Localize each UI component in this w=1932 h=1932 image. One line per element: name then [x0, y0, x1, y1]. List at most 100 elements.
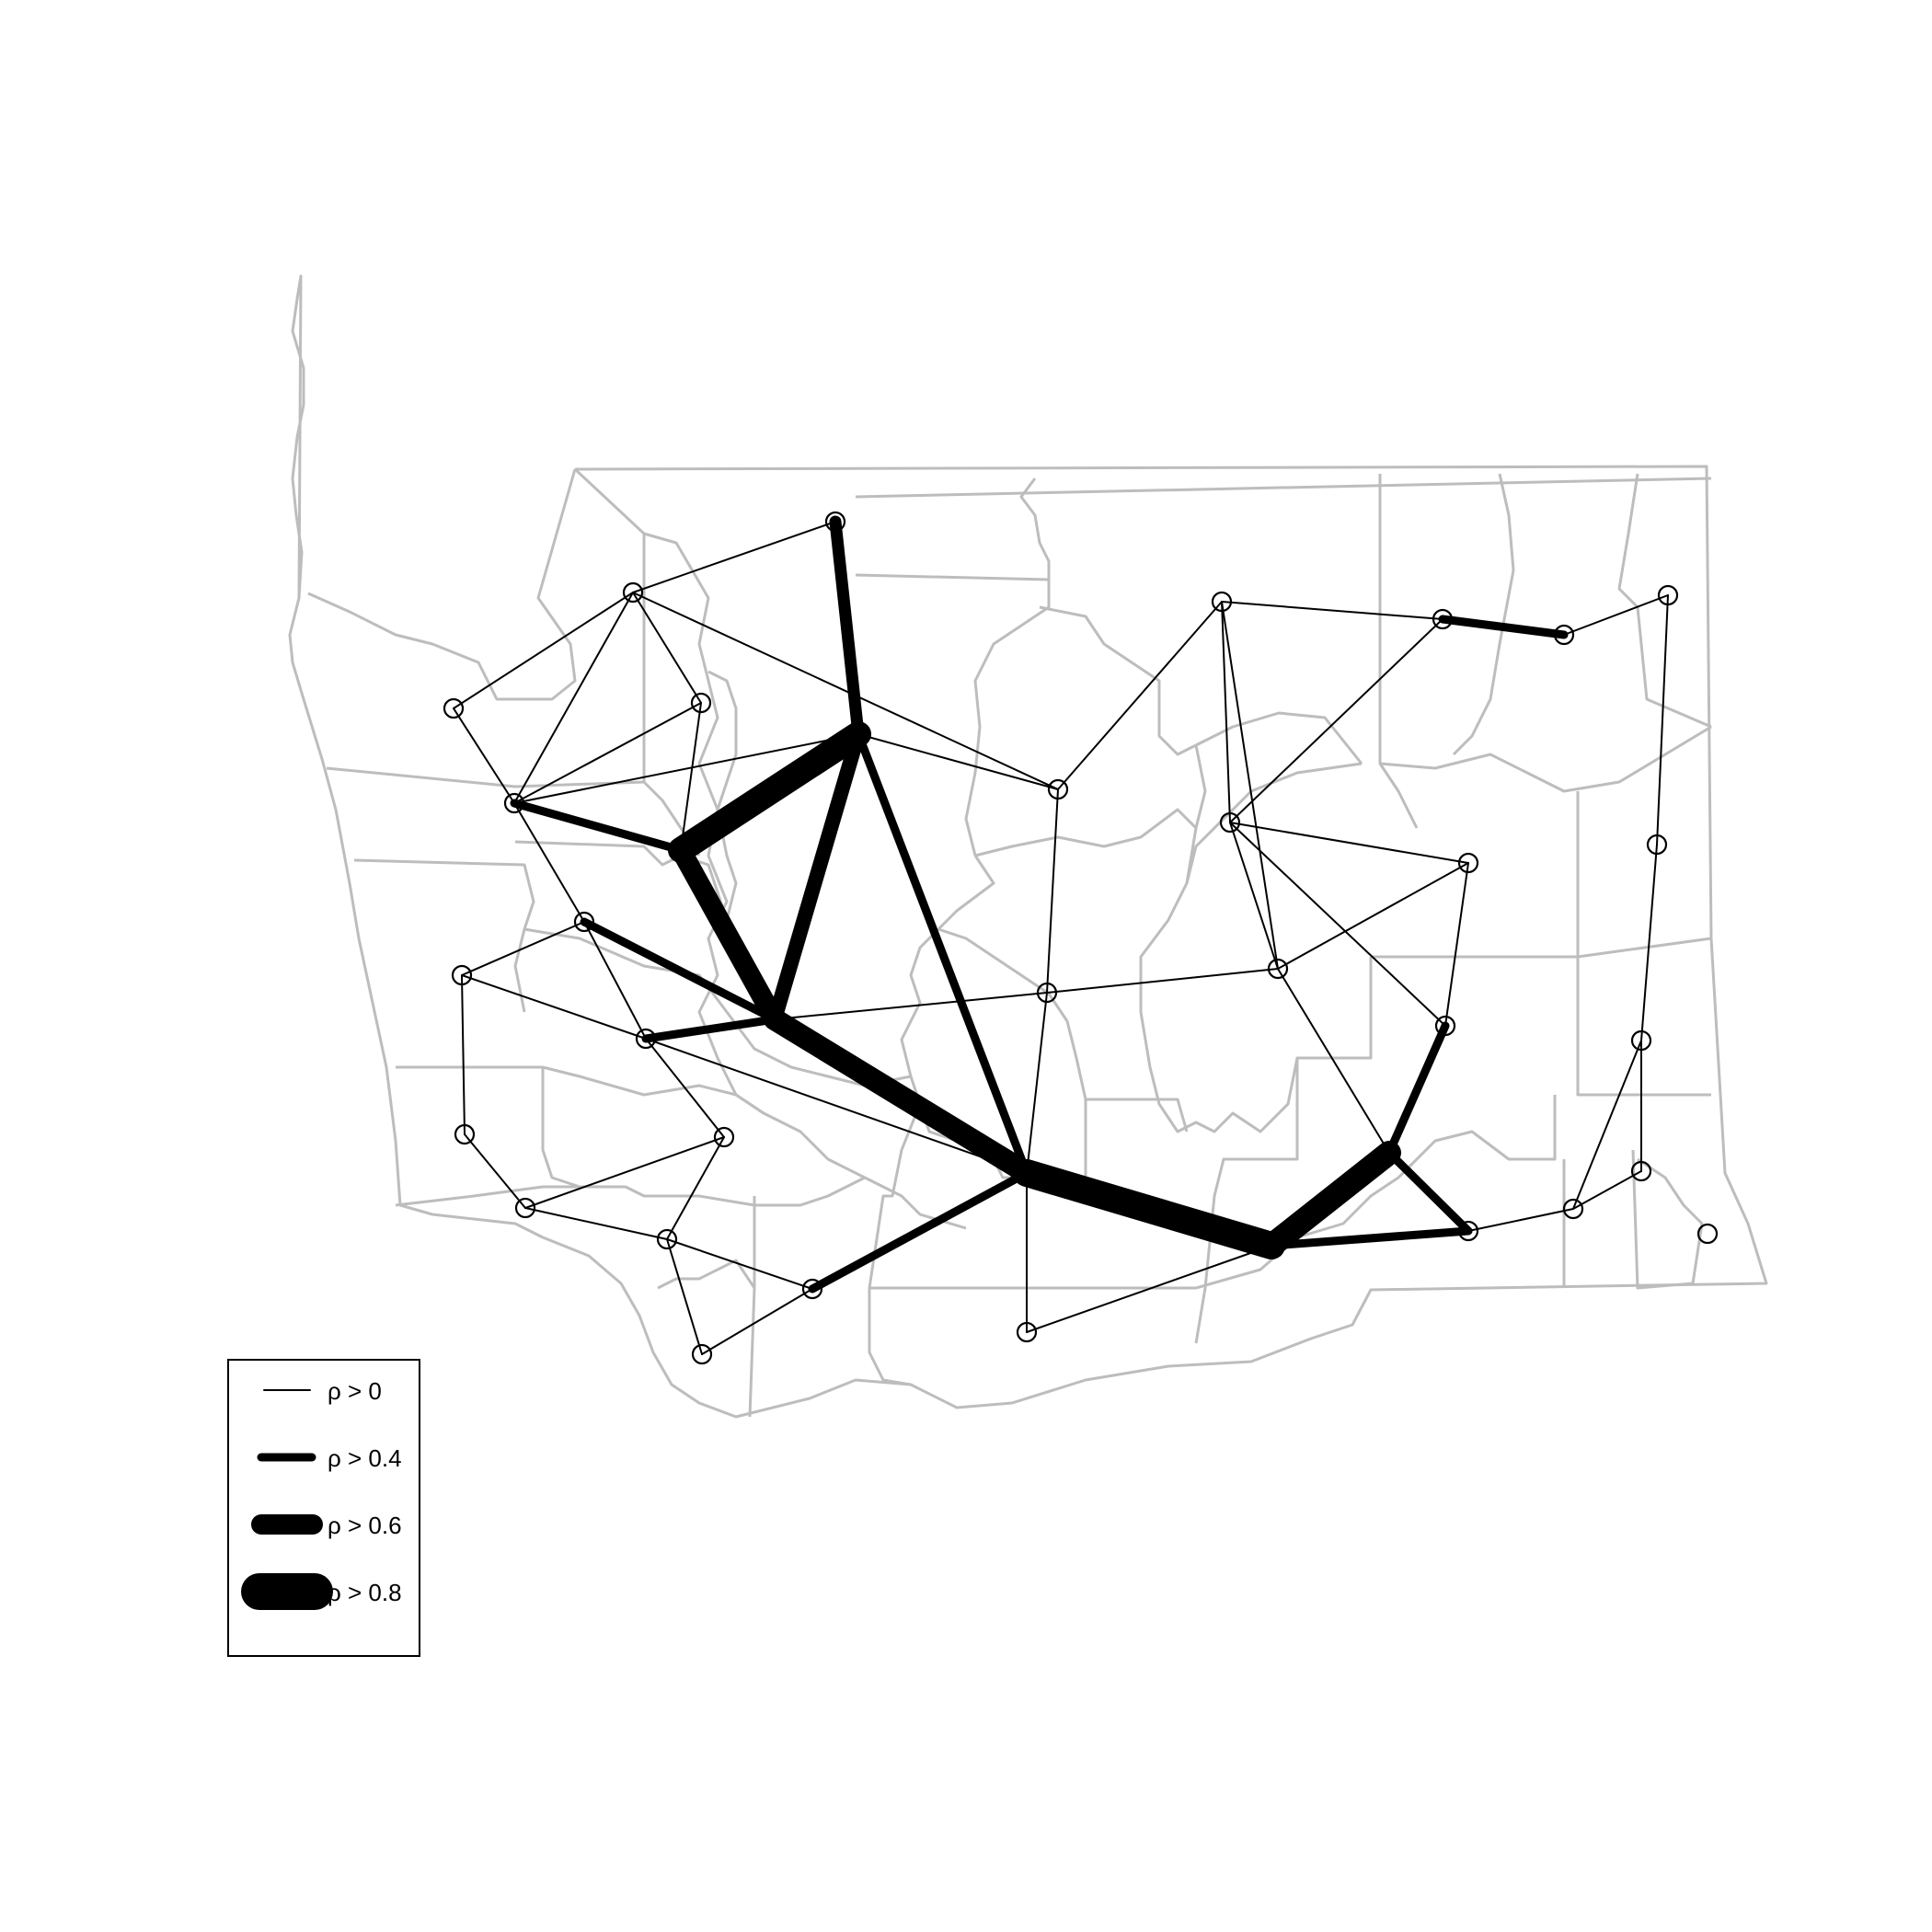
correlation-edge [1259, 1141, 1401, 1258]
correlation-edge [1229, 822, 1279, 970]
correlation-edge [583, 921, 647, 1040]
correlation-edge [1640, 844, 1658, 1041]
correlation-edge [1229, 822, 1469, 864]
correlation-edge [510, 799, 685, 855]
station-node [1646, 834, 1668, 856]
county-line [1039, 605, 1197, 756]
station-node [670, 839, 692, 861]
station-node [1432, 608, 1454, 630]
legend-label: ρ > 0 [328, 1377, 382, 1405]
correlation-edge [1267, 1226, 1473, 1250]
correlation-edge [767, 727, 866, 1027]
correlation-edge [461, 974, 466, 1135]
network-edges [453, 515, 1669, 1355]
station-node [764, 1008, 786, 1030]
correlation-edge [1438, 615, 1569, 639]
station-node [573, 911, 595, 933]
county-line [573, 467, 967, 1230]
legend-item-rho-06: ρ > 0.6 [229, 1506, 420, 1543]
county-line [326, 766, 645, 788]
correlation-edge [513, 733, 859, 804]
correlation-edge [1277, 968, 1390, 1154]
correlation-edge [453, 707, 515, 804]
station-node [1630, 1029, 1652, 1052]
station-node [847, 723, 869, 745]
station-node [1562, 1198, 1584, 1220]
correlation-edge [680, 702, 702, 851]
station-node [1016, 1321, 1038, 1343]
legend-label: ρ > 0.6 [328, 1512, 402, 1539]
county-line [1139, 762, 1373, 1133]
legend: ρ > 0 ρ > 0.4 ρ > 0.6 ρ > 0.8 [227, 1359, 420, 1657]
correlation-edge [1563, 594, 1669, 636]
county-line [541, 1067, 866, 1207]
station-node [503, 792, 525, 814]
correlation-edge [1046, 968, 1279, 994]
station-node [824, 511, 846, 533]
county-line [1576, 791, 1712, 959]
county-line [1195, 711, 1363, 765]
correlation-edge [513, 592, 634, 804]
station-node [656, 1228, 678, 1250]
station-node [1016, 1162, 1038, 1184]
correlation-edge [1013, 1159, 1285, 1259]
correlation-edge [854, 730, 1031, 1178]
county-line [396, 1065, 765, 1115]
network-nodes [443, 511, 1719, 1365]
correlation-edge [1026, 992, 1048, 1174]
county-line [748, 1196, 756, 1418]
legend-label: ρ > 0.4 [328, 1444, 402, 1472]
correlation-edge [668, 721, 871, 863]
county-line [868, 1103, 1196, 1290]
county-line [353, 858, 535, 1013]
county-boundaries [288, 274, 1768, 1419]
correlation-edge [1444, 862, 1469, 1027]
legend-item-rho-04: ρ > 0.4 [229, 1439, 420, 1476]
correlation-edge [632, 521, 836, 593]
county-line [974, 808, 1198, 857]
correlation-edge [632, 592, 1059, 790]
correlation-edge [829, 515, 865, 741]
correlation-edge [524, 1136, 725, 1209]
correlation-edge [1046, 788, 1059, 994]
station-node [1553, 624, 1575, 646]
correlation-edge [524, 1207, 668, 1240]
correlation-edge [632, 592, 702, 704]
station-node [622, 581, 644, 604]
correlation-edge [645, 1038, 725, 1138]
station-node [1657, 584, 1679, 606]
correlation-edge [1221, 601, 1231, 823]
county-line [1379, 725, 1712, 793]
county-line [900, 855, 1087, 1179]
correlation-edge [666, 1238, 703, 1355]
county-line [1185, 744, 1207, 884]
correlation-edge [461, 974, 647, 1040]
correlation-edge [453, 592, 634, 709]
station-node [1434, 1015, 1456, 1037]
station-node [1457, 1220, 1479, 1242]
state-outline-main [288, 274, 1768, 1419]
correlation-edge [1221, 601, 1279, 970]
legend-line-thickest [241, 1573, 333, 1610]
correlation-edge [1467, 1208, 1574, 1232]
county-line [707, 670, 738, 921]
correlation-edge [1221, 601, 1443, 620]
correlation-edge [857, 733, 1059, 790]
correlation-edge [513, 802, 585, 923]
correlation-edge [701, 1288, 813, 1355]
county-line [868, 1288, 912, 1386]
county-line [1086, 1098, 1189, 1133]
correlation-edge [1656, 594, 1669, 845]
station-node [1036, 982, 1058, 1004]
correlation-edge [1229, 618, 1443, 823]
station-node [454, 1123, 476, 1145]
correlation-edge [513, 702, 702, 804]
county-line [1452, 473, 1515, 756]
county-line [1631, 1149, 1704, 1290]
correlation-edge [671, 840, 785, 1029]
station-node [691, 1343, 713, 1365]
correlation-edge [774, 992, 1048, 1020]
station-node [801, 1278, 823, 1300]
correlation-edge [1572, 1040, 1642, 1210]
correlation-edge [764, 1008, 1038, 1184]
